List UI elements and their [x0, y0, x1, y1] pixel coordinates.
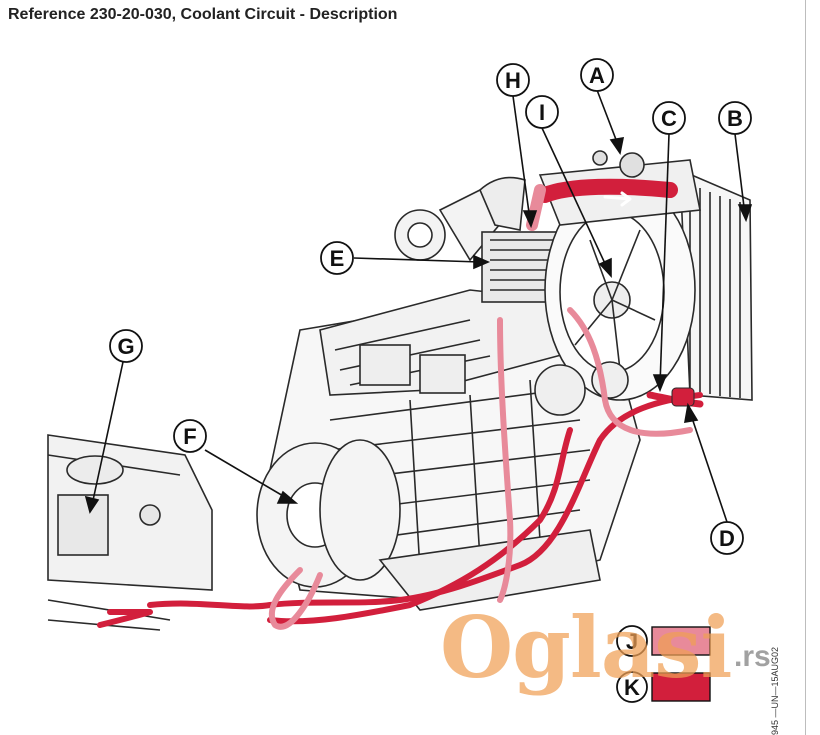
legend-swatch-k [651, 672, 711, 702]
callout-circle-g: G [109, 329, 143, 363]
svg-text:C: C [661, 106, 677, 131]
svg-text:H: H [505, 68, 521, 93]
watermark-logo: Oglasi [440, 598, 732, 697]
hot-coolant-hose-cab [97, 609, 153, 628]
watermark-logo-suffix: .rs [734, 640, 771, 673]
svg-text:D: D [719, 526, 735, 551]
cool-coolant-hose-vertical [497, 317, 514, 603]
svg-text:K: K [624, 675, 640, 700]
coolant-valve [671, 387, 695, 407]
callout-circle-b: B [718, 101, 752, 135]
legend-item-k: K [616, 671, 711, 703]
callout-circle-i: I [525, 95, 559, 129]
legend-swatch-j [651, 626, 711, 656]
cool-coolant-hose-pump [567, 307, 693, 437]
cool-coolant-hose-loop [268, 567, 323, 630]
flow-arrow [603, 191, 632, 207]
hot-coolant-hose-return [267, 427, 573, 625]
engine-line-art [47, 150, 753, 631]
callout-circle-a: A [580, 58, 614, 92]
svg-text:F: F [183, 424, 196, 449]
svg-text:E: E [330, 246, 345, 271]
callout-circle-c: C [652, 101, 686, 135]
upper-radiator-hose [537, 178, 678, 203]
page-title: Reference 230-20-030, Coolant Circuit - … [8, 6, 398, 23]
leader-lines [84, 89, 753, 523]
svg-text:I: I [539, 100, 545, 125]
svg-text:G: G [117, 334, 134, 359]
callout-circle-d: D [710, 521, 744, 555]
figure-code: 945 —UN—15AUG02 [770, 646, 780, 735]
svg-text:J: J [626, 629, 638, 654]
callout-circle-h: H [496, 63, 530, 97]
legend-item-j: J [616, 625, 711, 657]
callout-circle-f: F [173, 419, 207, 453]
page-border-rule [805, 0, 806, 735]
coolant-hoses [97, 178, 704, 630]
svg-text:A: A [589, 63, 605, 88]
hot-coolant-hose-main [147, 392, 703, 610]
callout-circle-e: E [320, 241, 354, 275]
svg-text:B: B [727, 106, 743, 131]
